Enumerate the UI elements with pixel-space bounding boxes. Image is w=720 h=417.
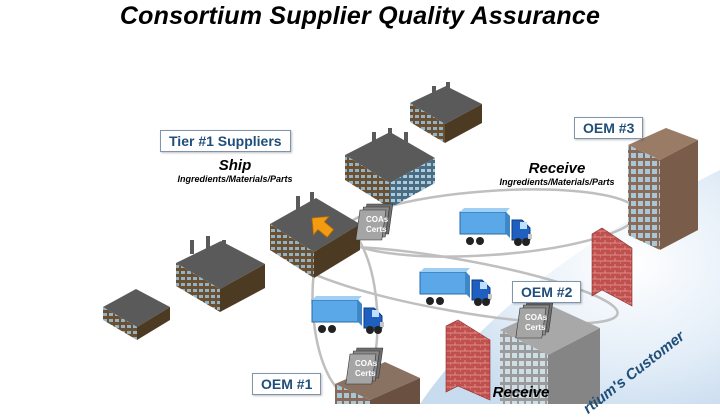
oem1-label: OEM #1 <box>252 373 322 395</box>
ship-text: Ship <box>218 157 252 174</box>
factory-center <box>270 192 360 278</box>
page-title: Consortium Supplier Quality Assurance <box>119 2 601 30</box>
receive-bottom-text: Receive <box>492 384 550 401</box>
docs-stack-oem1: COAs Certs <box>345 347 384 385</box>
truck-2 <box>419 267 493 307</box>
truck-1 <box>459 207 533 247</box>
oem3-tower <box>628 128 698 250</box>
oem2-label: OEM #2 <box>512 281 582 303</box>
svg-text:COAs: COAs <box>525 313 548 322</box>
factory-top <box>410 82 482 143</box>
supply-chain-scene: COAs Certs COAs Certs COAs Certs <box>103 82 720 404</box>
docs-stack-oem2: COAs Certs <box>515 301 554 339</box>
oem2-building <box>500 306 600 404</box>
tier1-suppliers-label: Tier #1 Suppliers <box>160 130 291 152</box>
docs-stack-center: COAs Certs <box>355 203 394 241</box>
svg-text:COAs: COAs <box>355 359 378 368</box>
oem1-building <box>335 362 420 404</box>
receive-bottom-caption: Receive <box>486 384 556 401</box>
receive-subtext: Ingredients/Materials/Parts <box>499 177 615 187</box>
factory-small-left <box>103 289 170 340</box>
factory-upper <box>345 128 435 208</box>
brick-wall-upper <box>591 227 633 307</box>
ship-subtext: Ingredients/Materials/Parts <box>177 174 293 184</box>
ship-caption: Ship Ingredients/Materials/Parts <box>160 157 310 184</box>
svg-text:Certs: Certs <box>355 369 376 378</box>
svg-text:Certs: Certs <box>525 323 546 332</box>
brick-wall-lower <box>445 319 491 401</box>
receive-text: Receive <box>528 160 586 177</box>
truck-3 <box>311 295 385 335</box>
svg-text:Certs: Certs <box>366 225 387 234</box>
arrow-icon <box>311 216 335 238</box>
receive-caption: Receive Ingredients/Materials/Parts <box>482 160 632 187</box>
svg-text:COAs: COAs <box>366 215 389 224</box>
factory-mid-left <box>176 236 265 312</box>
oem3-label: OEM #3 <box>574 117 644 139</box>
